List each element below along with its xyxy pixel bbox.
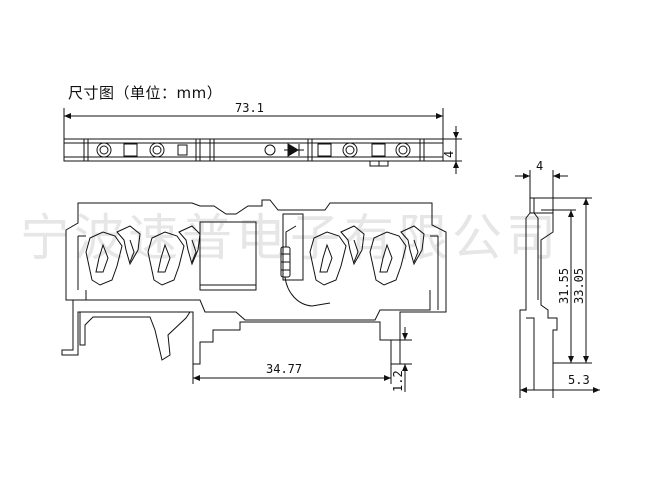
clamp-right-1 [309, 225, 365, 286]
dim-side-outer-height: 33.05 [572, 268, 586, 304]
dim-overall-length: 73.1 [235, 101, 264, 115]
clamp-left-2 [147, 225, 201, 286]
dim-top-view-height: 4 [442, 151, 456, 158]
side-view [515, 170, 600, 398]
watermark-text: 宁波速普电子有限公司 [20, 209, 560, 267]
top-view [63, 108, 462, 174]
drawing-title: 尺寸图（单位：mm） [68, 84, 223, 102]
dim-foot-height: 1.2 [391, 370, 405, 392]
dim-side-width: 4 [536, 159, 543, 173]
clamp-right-2 [369, 225, 425, 286]
dim-side-inner-height: 31.55 [557, 268, 571, 304]
clamp-left-1 [85, 225, 141, 286]
dim-side-base-width: 5.3 [568, 373, 590, 387]
front-view [61, 199, 447, 392]
dim-base-span: 34.77 [266, 362, 302, 376]
